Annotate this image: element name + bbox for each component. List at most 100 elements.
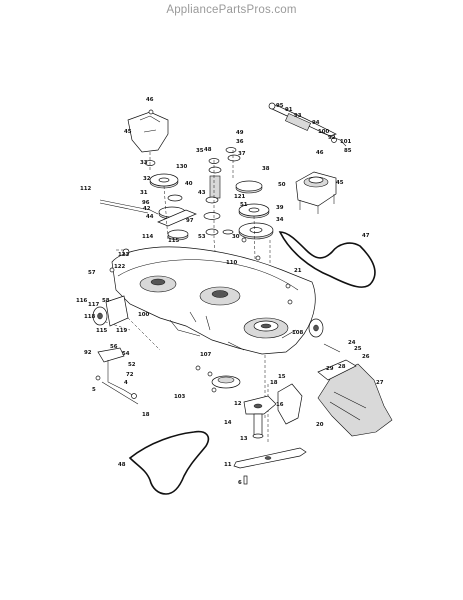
- deck-hanger-bracket: [95, 347, 139, 405]
- callout: 11: [224, 462, 232, 468]
- callout: 123: [118, 252, 130, 258]
- callout: 51: [240, 202, 248, 208]
- callout: 14: [224, 420, 232, 426]
- callout: 28: [338, 364, 346, 370]
- callout: 116: [76, 298, 88, 304]
- callout: 93: [294, 113, 302, 119]
- callout: 25: [354, 346, 362, 352]
- callout: 54: [122, 351, 130, 357]
- callout: 29: [326, 366, 334, 372]
- pulley-cover-part: [127, 109, 169, 153]
- callout: 112: [80, 186, 92, 192]
- callout: 100: [318, 129, 330, 135]
- callout: 4: [124, 380, 128, 386]
- blade-spindle-assembly: [211, 375, 277, 439]
- callout: 21: [294, 268, 302, 274]
- callout: 38: [262, 166, 270, 172]
- callout: 58: [102, 298, 110, 304]
- part-callouts: 46 45 95 91 93 94 100 92 101 85 49 36 13…: [76, 97, 384, 486]
- callout: 45: [336, 180, 344, 186]
- blade-guard: [277, 383, 303, 425]
- callout: 37: [238, 151, 246, 157]
- callout: 95: [276, 103, 284, 109]
- callout: 100: [138, 312, 150, 318]
- blade-bolt: [243, 475, 248, 485]
- callout: 36: [236, 139, 244, 145]
- callout: 53: [198, 234, 206, 240]
- mower-deck-housing: [111, 246, 316, 355]
- callout: 27: [376, 380, 384, 386]
- callout: 107: [200, 352, 212, 358]
- callout: 115: [168, 238, 180, 244]
- callout: 31: [140, 190, 148, 196]
- callout: 85: [344, 148, 352, 154]
- callout: 30: [232, 234, 240, 240]
- callout: 46: [316, 150, 324, 156]
- callout: 110: [226, 260, 238, 266]
- callout: 122: [114, 264, 126, 270]
- drive-belt-upper: [278, 231, 376, 288]
- callout: 130: [176, 164, 188, 170]
- callout: 5: [92, 387, 96, 393]
- callout: 18: [142, 412, 150, 418]
- left-deck-wheel: [92, 295, 129, 327]
- callout: 91: [285, 107, 293, 113]
- callout: 119: [116, 328, 128, 334]
- callout: 103: [174, 394, 186, 400]
- callout: 121: [234, 194, 246, 200]
- callout: 24: [348, 340, 356, 346]
- callout: 46: [146, 97, 154, 103]
- callout: 45: [124, 129, 132, 135]
- callout: 108: [292, 330, 304, 336]
- callout: 49: [236, 130, 244, 136]
- callout: 39: [276, 205, 284, 211]
- right-pulley-bracket: [295, 171, 337, 214]
- callout: 43: [198, 190, 206, 196]
- callout: 33: [140, 160, 148, 166]
- idler-spring-assembly: [268, 102, 347, 147]
- callout: 92: [84, 350, 92, 356]
- callout: 16: [276, 402, 284, 408]
- callout: 114: [142, 234, 154, 240]
- callout: 97: [186, 218, 194, 224]
- callout: 72: [126, 372, 134, 378]
- discharge-chute: [317, 359, 393, 437]
- callout: 52: [128, 362, 136, 368]
- right-pulley-stack: [222, 147, 274, 240]
- callout: 57: [88, 270, 96, 276]
- callout: 56: [110, 344, 118, 350]
- callout: 15: [278, 374, 286, 380]
- callout: 101: [340, 139, 352, 145]
- callout: 44: [146, 214, 154, 220]
- callout: 94: [312, 120, 320, 126]
- callout: 92: [328, 135, 336, 141]
- callout: 18: [270, 380, 278, 386]
- cutting-blade: [233, 447, 307, 469]
- callout: 34: [276, 217, 284, 223]
- site-watermark-title: AppliancePartsPros.com: [166, 4, 297, 16]
- deck-hardware: [109, 237, 341, 393]
- callout: 42: [143, 206, 151, 212]
- callout: 50: [278, 182, 286, 188]
- callout: 47: [362, 233, 370, 239]
- callout: 48: [204, 147, 212, 153]
- drive-belt-lower: [128, 430, 210, 495]
- callout: 35: [196, 148, 204, 154]
- right-deck-wheel: [308, 318, 324, 338]
- callout: 26: [362, 354, 370, 360]
- callout: 40: [185, 181, 193, 187]
- callout: 115: [96, 328, 108, 334]
- center-pulley-stack: [203, 158, 222, 236]
- callout: 32: [143, 176, 151, 182]
- spring-rod: [99, 199, 159, 215]
- callout: 117: [88, 302, 100, 308]
- callout: 118: [84, 314, 96, 320]
- callout: 20: [316, 422, 324, 428]
- callout: 48: [118, 462, 126, 468]
- callout: 6: [238, 480, 242, 486]
- callout: 96: [142, 200, 150, 206]
- callout: 13: [240, 436, 248, 442]
- left-pulley-stack: [144, 160, 197, 241]
- callout: 12: [234, 401, 242, 407]
